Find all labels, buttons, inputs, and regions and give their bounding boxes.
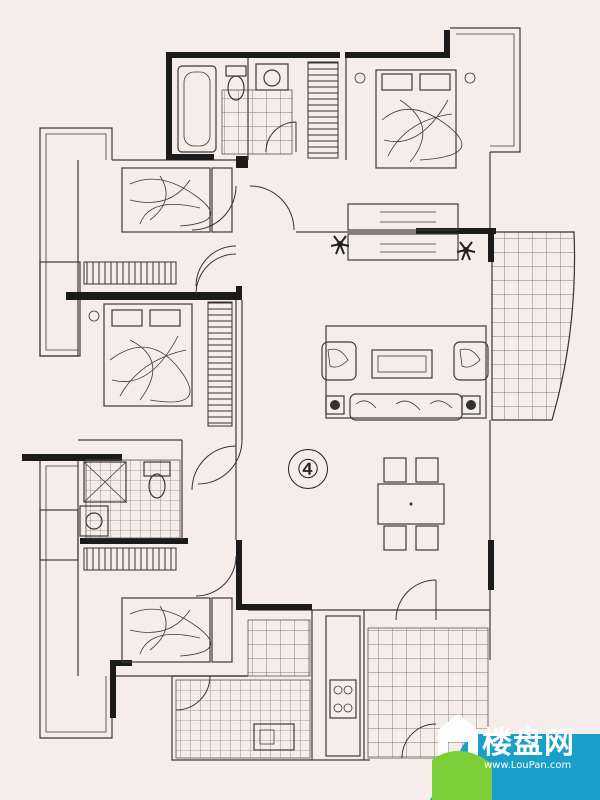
sink-icon <box>253 723 295 751</box>
unit-number-label: ④ <box>288 449 328 489</box>
top-right-balcony <box>450 27 521 153</box>
left-balcony-top <box>39 127 113 357</box>
hall-door <box>195 253 237 295</box>
bed-icon <box>354 69 476 169</box>
bed-icon <box>121 167 233 233</box>
top-closet <box>307 61 339 159</box>
shower-icon <box>83 461 127 503</box>
house-logo-icon <box>430 714 600 800</box>
bedroom-door <box>191 185 237 231</box>
plant-icon <box>456 241 476 261</box>
plant-icon <box>330 235 350 255</box>
hall-door <box>197 439 243 485</box>
structural-walls <box>22 30 496 718</box>
toilet-icon <box>225 65 247 101</box>
bedroom-door <box>195 245 237 287</box>
bed-icon <box>121 597 233 663</box>
kitchen <box>175 615 361 759</box>
sink-icon <box>255 63 289 91</box>
toilet-icon <box>143 461 171 499</box>
bedroom-door <box>195 555 237 597</box>
watermark-brand: 楼盘网 <box>482 726 575 761</box>
dining-table-icon <box>377 457 445 551</box>
bed-icon <box>88 303 193 407</box>
bathroom-top <box>177 63 297 155</box>
wardrobe <box>347 203 459 261</box>
stove-icon <box>329 679 357 719</box>
bathtub-icon <box>177 65 217 153</box>
bathroom-middle <box>79 445 237 539</box>
sofa-icon <box>321 325 489 421</box>
right-curved-balcony <box>491 231 576 421</box>
watermark-url: www.LouPan.com <box>484 760 572 771</box>
closets <box>83 261 233 571</box>
sink-icon <box>79 505 109 537</box>
master-bedroom-door <box>249 185 295 231</box>
